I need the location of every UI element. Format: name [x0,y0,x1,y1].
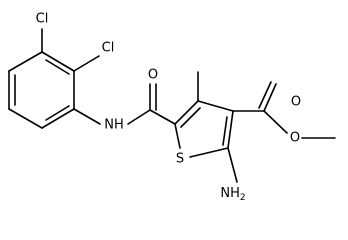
atom-o-ester: O [290,131,300,146]
atom-cl-top: Cl [36,12,49,27]
bond-ring-nh [73,108,101,125]
bond-cl-right [73,55,100,72]
nh2-subscript: 2 [240,193,246,203]
bond-amino [227,147,238,183]
atom-o-amide: O [148,68,158,83]
atom-nh2: NH2 [220,186,245,203]
molecule-structure: Cl Cl O NH O O S NH2 [8,12,336,203]
atom-nh: NH [104,118,124,133]
atom-o-carbonyl-ester: O [291,95,301,110]
bond-nh-carbonyl [127,109,151,125]
thiophene-ring [174,100,234,158]
bond-carbonyl-thiophene [149,109,176,125]
dichlorophenyl-ring [8,51,75,129]
bond-ester-o [263,110,288,134]
atom-cl-right: Cl [102,41,115,56]
atom-sulfur: S [176,152,184,167]
nh2-main: NH [220,186,240,201]
bond-ester-co [263,83,277,112]
